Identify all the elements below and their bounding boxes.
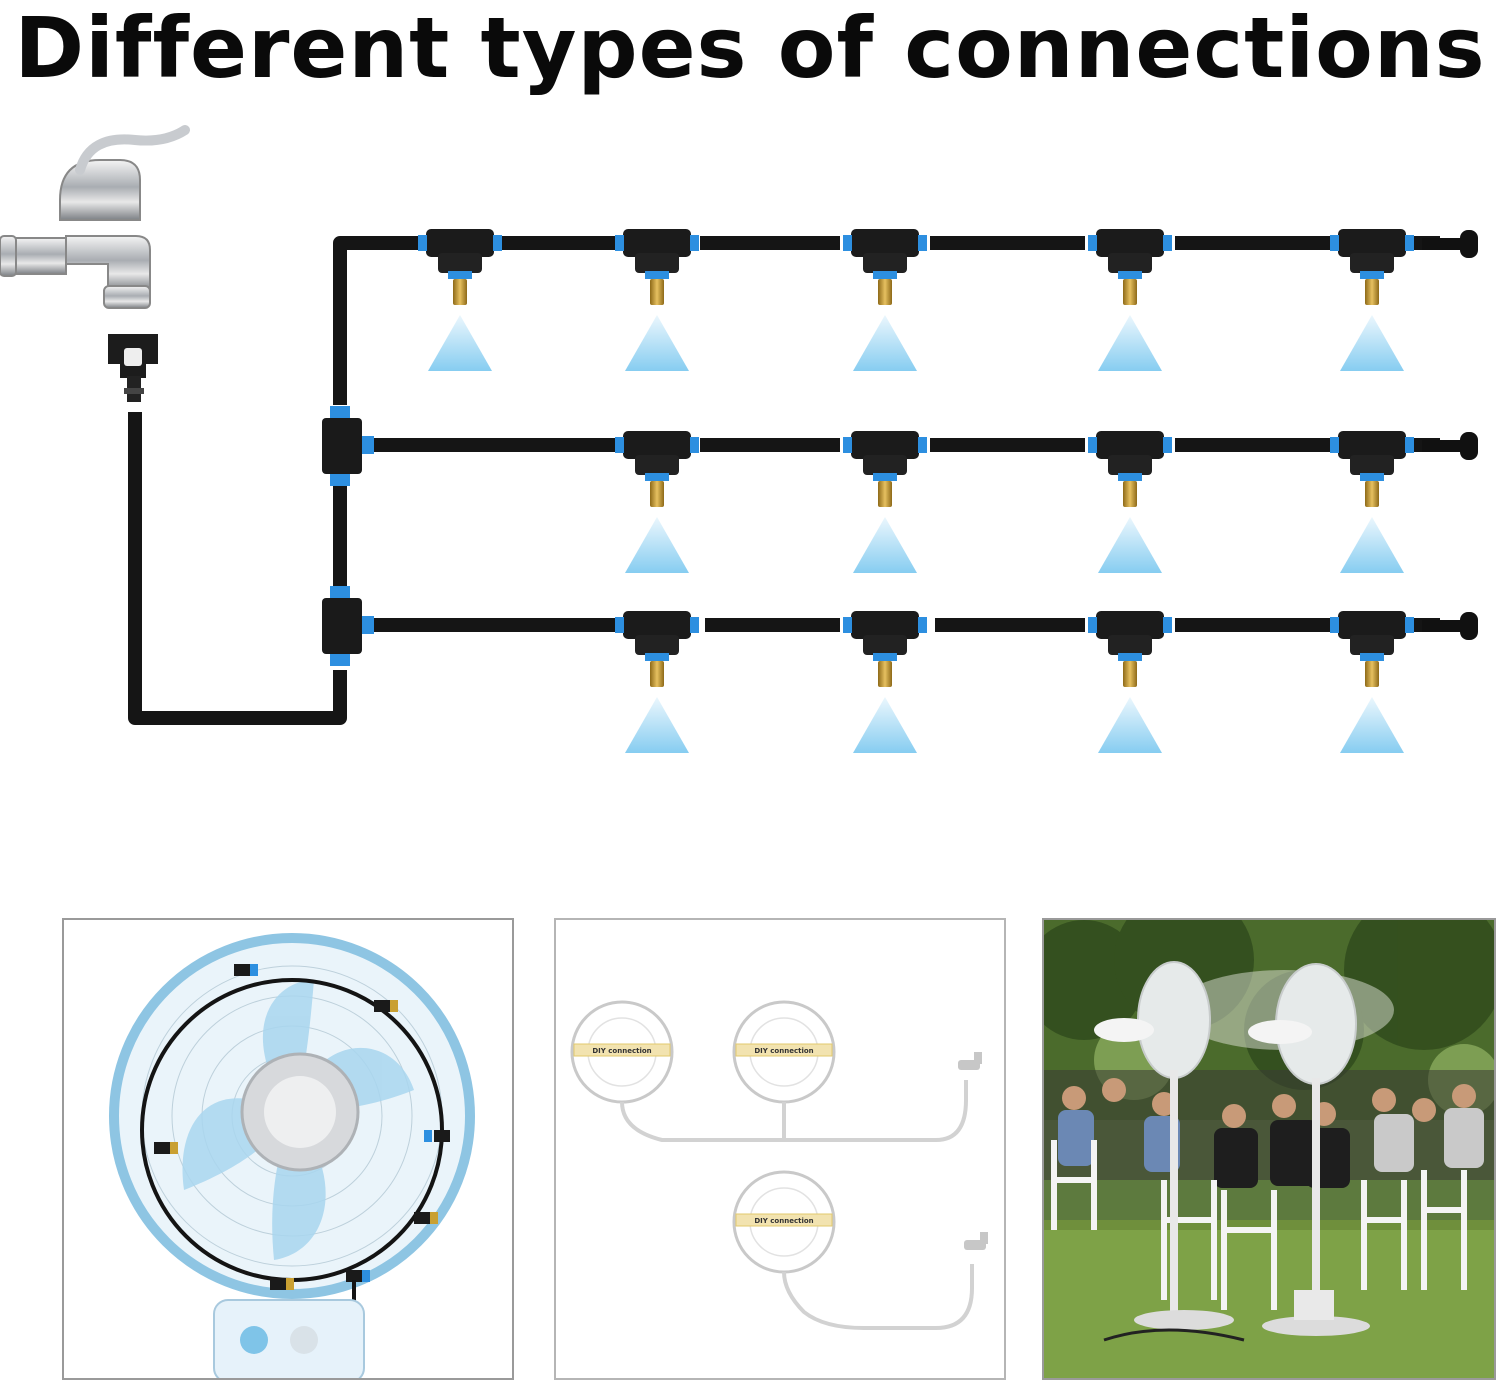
- brass-nozzle-icon: [1123, 279, 1137, 305]
- mist-spray-icon: [1340, 697, 1404, 753]
- faucet-icon: [0, 125, 190, 309]
- connection-diagram: [0, 125, 1478, 753]
- guests: [1044, 1070, 1494, 1188]
- end-plug-icon: [1422, 230, 1478, 640]
- tee-connector-icon: [1338, 229, 1406, 257]
- faucet-icon: [958, 1052, 988, 1250]
- outdoor-event-photo: [1042, 918, 1496, 1380]
- tee-connector-icon: [1338, 431, 1406, 459]
- nozzle-assembly: [1088, 229, 1172, 371]
- tee-connector-icon: [623, 229, 691, 257]
- nozzle-assembly: [615, 611, 699, 753]
- mist-spray-icon: [1340, 517, 1404, 573]
- nozzle-assembly: [1088, 611, 1172, 753]
- tee-connector-icon: [623, 611, 691, 639]
- brass-nozzle-icon: [1365, 279, 1379, 305]
- brass-nozzle-icon: [453, 279, 467, 305]
- brass-nozzle-icon: [1365, 661, 1379, 687]
- nozzle-assembly: [418, 229, 502, 371]
- fan-ring-photo: [62, 918, 514, 1380]
- diy-connection-diagram: DIY connection DIY connection DIY connec…: [554, 918, 1006, 1380]
- faucet-adapter-icon: [108, 334, 158, 402]
- mist-spray-icon: [1098, 517, 1162, 573]
- brass-nozzle-icon: [650, 481, 664, 507]
- nozzle-assembly: [843, 611, 927, 753]
- nozzle-assembly: [843, 229, 927, 371]
- main-tube: [128, 236, 420, 725]
- nozzle-assembly: [615, 431, 699, 573]
- mist-spray-icon: [853, 697, 917, 753]
- mist-spray-icon: [428, 315, 492, 371]
- diy-label: DIY connection: [754, 1217, 813, 1225]
- brass-nozzle-icon: [878, 279, 892, 305]
- nozzle-assembly: [1330, 229, 1414, 371]
- ring-connectors: [154, 964, 450, 1290]
- brass-nozzle-icon: [1123, 661, 1137, 687]
- branch-tubes: [360, 236, 1440, 632]
- brass-nozzle-icon: [650, 661, 664, 687]
- mist-spray-icon: [853, 517, 917, 573]
- brass-nozzle-icon: [1123, 481, 1137, 507]
- misting-fans: [1094, 961, 1370, 1336]
- tee-connector-icon: [1096, 229, 1164, 257]
- riser-tee-connectors: [322, 406, 374, 666]
- tee-connector-icon: [623, 431, 691, 459]
- tee-connector-icon: [426, 229, 494, 257]
- diy-label: DIY connection: [592, 1047, 651, 1055]
- tee-connector-icon: [1096, 431, 1164, 459]
- tee-connector-icon: [1338, 611, 1406, 639]
- tee-connector-icon: [1096, 611, 1164, 639]
- mist-spray-icon: [1098, 697, 1162, 753]
- brass-nozzle-icon: [1365, 481, 1379, 507]
- mist-spray-icon: [1098, 315, 1162, 371]
- brass-nozzle-icon: [650, 279, 664, 305]
- mist-spray-icon: [625, 697, 689, 753]
- nozzle-assemblies: [418, 229, 1414, 753]
- nozzle-assembly: [843, 431, 927, 573]
- brass-nozzle-icon: [878, 481, 892, 507]
- tee-connector-icon: [851, 611, 919, 639]
- brass-nozzle-icon: [878, 661, 892, 687]
- nozzle-assembly: [1088, 431, 1172, 573]
- mist-spray-icon: [1340, 315, 1404, 371]
- nozzle-assembly: [1330, 611, 1414, 753]
- tee-connector-icon: [851, 229, 919, 257]
- mist-spray-icon: [853, 315, 917, 371]
- page-title: Different types of connections: [14, 0, 1486, 97]
- mist-spray-icon: [625, 517, 689, 573]
- tee-connector-icon: [851, 431, 919, 459]
- diy-label: DIY connection: [754, 1047, 813, 1055]
- mist-spray-icon: [625, 315, 689, 371]
- nozzle-assembly: [615, 229, 699, 371]
- nozzle-assembly: [1330, 431, 1414, 573]
